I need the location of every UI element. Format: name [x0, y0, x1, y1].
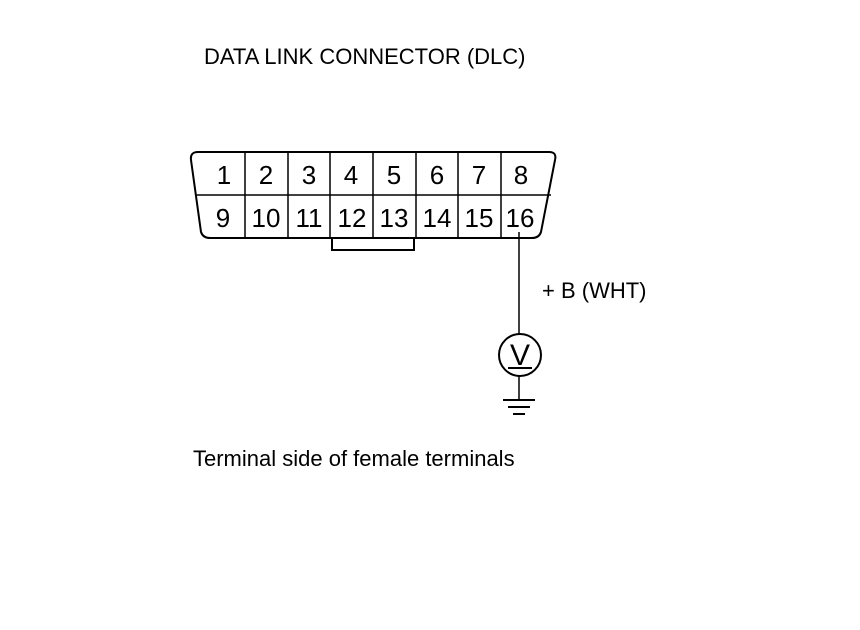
jumper-12-13 — [331, 238, 415, 251]
terminal-pin-10: 10 — [252, 203, 281, 233]
terminal-pin-13: 13 — [380, 203, 409, 233]
terminal-pin-15: 15 — [465, 203, 494, 233]
terminal-pin-8: 8 — [514, 160, 528, 190]
terminal-pin-2: 2 — [259, 160, 273, 190]
voltmeter-symbol: V — [510, 339, 530, 372]
terminal-pin-4: 4 — [344, 160, 358, 190]
terminal-pin-16: 16 — [506, 203, 535, 233]
connector-housing — [189, 151, 557, 239]
diagram-title: DATA LINK CONNECTOR (DLC) — [204, 44, 526, 69]
wire-label: + B (WHT) — [542, 278, 647, 303]
terminal-pin-9: 9 — [216, 203, 230, 233]
terminal-pin-5: 5 — [387, 160, 401, 190]
terminal-pin-6: 6 — [430, 160, 444, 190]
terminal-pin-14: 14 — [423, 203, 452, 233]
column-dividers — [244, 152, 502, 238]
diagram-caption: Terminal side of female terminals — [193, 446, 515, 471]
terminal-pin-3: 3 — [302, 160, 316, 190]
terminal-pin-7: 7 — [472, 160, 486, 190]
voltmeter-icon: V — [498, 333, 542, 377]
terminal-pin-11: 11 — [296, 203, 323, 233]
ground-icon — [503, 399, 535, 415]
terminal-pin-1: 1 — [217, 160, 231, 190]
bottom-row-pins: 9 10 11 12 13 14 15 16 — [216, 203, 535, 233]
terminal-pin-12: 12 — [338, 203, 367, 233]
